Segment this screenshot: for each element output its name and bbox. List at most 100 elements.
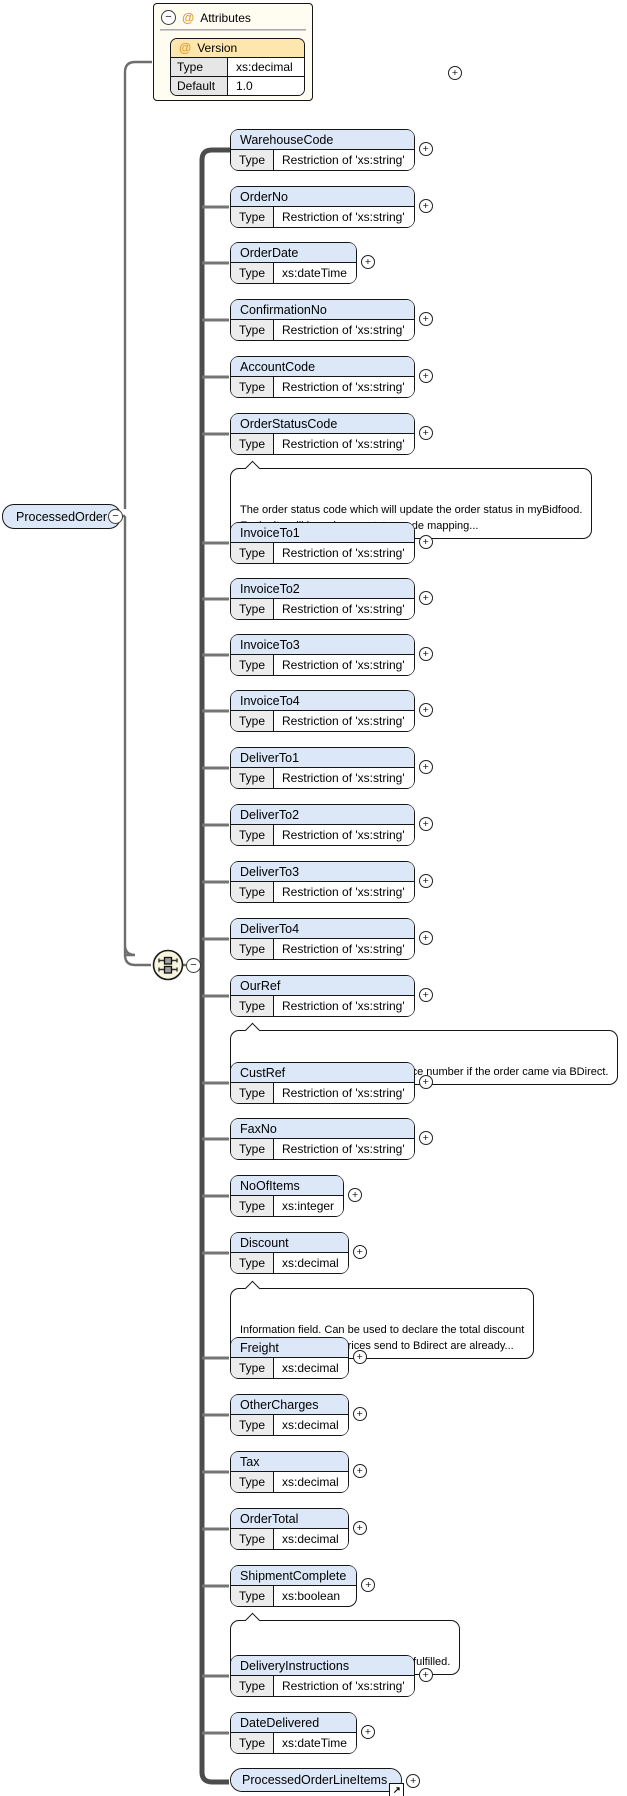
- element-name[interactable]: ProcessedOrderLineItems: [231, 1769, 402, 1791]
- expand-icon[interactable]: +: [360, 255, 375, 269]
- element-name[interactable]: DeliverTo3: [231, 862, 414, 882]
- type-value: Restriction of 'xs:string': [274, 1139, 414, 1159]
- element-name[interactable]: OrderStatusCode: [231, 414, 414, 434]
- expand-icon[interactable]: +: [418, 591, 433, 605]
- expand-icon[interactable]: +: [418, 874, 433, 888]
- element-name[interactable]: InvoiceTo4: [231, 691, 414, 711]
- expand-icon[interactable]: +: [352, 1464, 367, 1478]
- type-label: Type: [231, 1586, 275, 1606]
- attribute-version-box[interactable]: @ Version Type xs:decimal Default 1.0: [170, 38, 305, 96]
- expand-icon[interactable]: +: [418, 369, 433, 383]
- element-name[interactable]: InvoiceTo3: [231, 635, 414, 655]
- root-element-processedorder[interactable]: ProcessedOrder: [2, 504, 122, 529]
- expand-icon[interactable]: +: [352, 1521, 367, 1535]
- type-value: xs:decimal: [274, 1415, 348, 1435]
- type-value: Restriction of 'xs:string': [274, 768, 414, 788]
- expand-icon[interactable]: +: [418, 312, 433, 326]
- expand-icon[interactable]: +: [418, 988, 433, 1002]
- element-name[interactable]: NoOfItems: [231, 1176, 344, 1196]
- type-value: xs:dateTime: [274, 263, 356, 283]
- element-name[interactable]: ShipmentComplete: [231, 1566, 357, 1586]
- type-value: Restriction of 'xs:string': [274, 434, 414, 454]
- expand-icon[interactable]: +: [418, 931, 433, 945]
- expand-icon[interactable]: +: [418, 1131, 433, 1145]
- expand-icon[interactable]: +: [418, 1075, 433, 1089]
- type-value: xs:integer: [274, 1196, 344, 1216]
- element-name[interactable]: DateDelivered: [231, 1713, 356, 1733]
- collapse-icon[interactable]: −: [108, 509, 123, 524]
- element-name[interactable]: Discount: [231, 1233, 348, 1253]
- expand-icon[interactable]: +: [448, 66, 462, 80]
- attribute-name: Version: [197, 41, 238, 55]
- element-processedorderlineitems[interactable]: ProcessedOrderLineItems ↗ +: [230, 1768, 421, 1796]
- expand-icon[interactable]: +: [418, 1668, 433, 1682]
- expand-icon[interactable]: +: [418, 142, 433, 156]
- expand-icon[interactable]: +: [352, 1350, 367, 1364]
- element-name[interactable]: DeliverTo4: [231, 919, 414, 939]
- expand-icon[interactable]: +: [418, 760, 433, 774]
- expand-icon[interactable]: +: [361, 1578, 376, 1592]
- element-name[interactable]: ConfirmationNo: [231, 300, 414, 320]
- expand-icon[interactable]: +: [352, 1407, 367, 1421]
- element-name[interactable]: InvoiceTo2: [231, 579, 414, 599]
- expand-icon[interactable]: +: [418, 535, 433, 549]
- element-name[interactable]: OtherCharges: [231, 1395, 348, 1415]
- expand-icon[interactable]: +: [418, 426, 433, 440]
- element-name[interactable]: AccountCode: [231, 357, 414, 377]
- element-name[interactable]: CustRef: [231, 1063, 414, 1083]
- element-name[interactable]: OrderDate: [231, 243, 356, 263]
- expand-icon[interactable]: +: [360, 1725, 375, 1739]
- element-name[interactable]: Freight: [231, 1338, 348, 1358]
- element-name[interactable]: InvoiceTo1: [231, 523, 414, 543]
- expand-icon[interactable]: +: [406, 1774, 421, 1788]
- expand-icon[interactable]: +: [418, 647, 433, 661]
- type-value: xs:decimal: [274, 1253, 348, 1273]
- sequence-icon[interactable]: [152, 949, 184, 981]
- collapse-icon[interactable]: −: [161, 10, 176, 25]
- element-name[interactable]: OurRef: [231, 976, 414, 996]
- element-name[interactable]: DeliverTo1: [231, 748, 414, 768]
- element-name[interactable]: WarehouseCode: [231, 130, 414, 150]
- expand-icon[interactable]: +: [348, 1188, 363, 1202]
- element-name[interactable]: OrderNo: [231, 187, 414, 207]
- expand-icon[interactable]: +: [418, 199, 433, 213]
- expand-icon[interactable]: +: [352, 1245, 367, 1259]
- collapse-icon[interactable]: −: [186, 958, 201, 973]
- element-name[interactable]: Tax: [231, 1452, 348, 1472]
- attribute-icon: @: [182, 10, 195, 25]
- attribute-version-header[interactable]: @ Version: [171, 39, 304, 58]
- element-name[interactable]: OrderTotal: [231, 1509, 348, 1529]
- element-name[interactable]: FaxNo: [231, 1119, 414, 1139]
- expand-icon[interactable]: +: [418, 703, 433, 717]
- element-name[interactable]: DeliverTo2: [231, 805, 414, 825]
- expand-icon[interactable]: +: [418, 817, 433, 831]
- element-name[interactable]: DeliveryInstructions: [231, 1656, 414, 1676]
